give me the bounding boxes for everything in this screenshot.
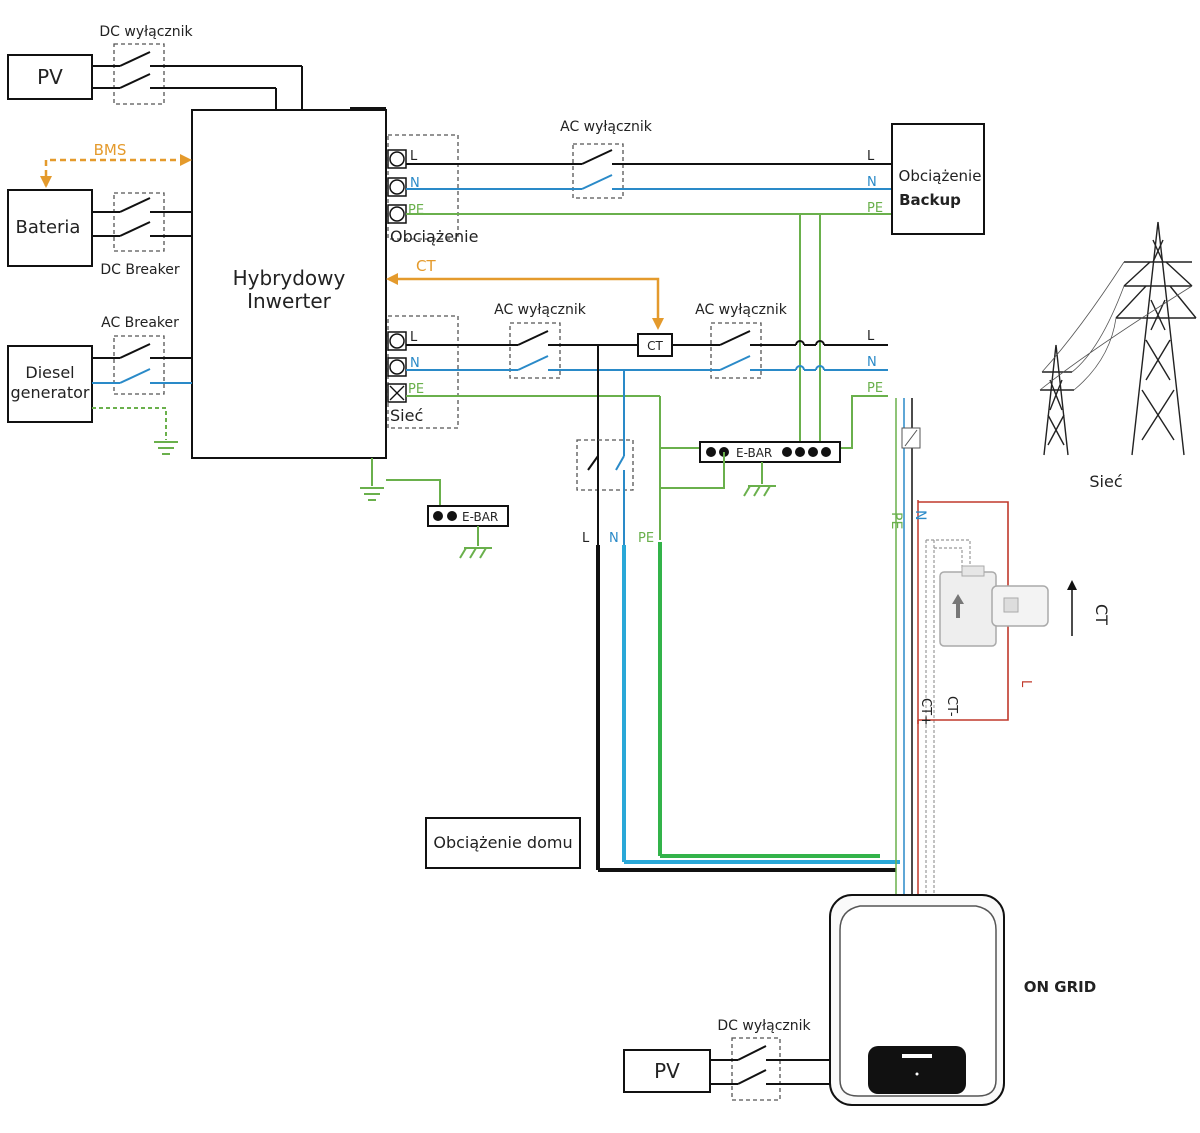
vertical-wire-n: N: [912, 510, 928, 520]
house-load-label: Obciążenie domu: [433, 833, 572, 852]
ct-wire-l: L: [1018, 680, 1033, 688]
pv-bottom-box: [623, 1049, 711, 1093]
dc-switch-top-label: DC wyłącznik: [99, 24, 193, 40]
ac-breaker: [113, 335, 165, 395]
ct-clamp-label: CT: [1092, 604, 1111, 625]
diesel-label-line2: generator: [10, 383, 89, 402]
on-grid-label: ON GRID: [1024, 978, 1096, 996]
grid-port-label: Sieć: [390, 406, 423, 425]
ct-signal-label: CT: [416, 257, 436, 275]
dc-switch-top: [113, 43, 165, 105]
grid-tower-icon: [1039, 221, 1197, 456]
backup-wire-pe: PE: [867, 201, 883, 216]
vertical-wire-pe: PE: [888, 512, 904, 529]
ebar-main-label: E-BAR: [736, 446, 772, 460]
ac-switch-grid1-label: AC wyłącznik: [494, 302, 587, 318]
ac-switch-grid2-label: AC wyłącznik: [695, 302, 788, 318]
grid-wire-l: L: [867, 329, 875, 344]
inverter-label-line1: Hybrydowy: [233, 266, 346, 290]
ct-clamp: [939, 565, 1049, 647]
ebar-left-label: E-BAR: [462, 510, 498, 524]
backup-load-label-line1: Obciążenie: [899, 167, 982, 185]
ac-switch-backup: [572, 143, 624, 199]
load-port-label: Obciążenie: [390, 227, 478, 246]
grid-tower-label: Sieć: [1089, 472, 1122, 491]
dc-switch-bottom-label: DC wyłącznik: [717, 1018, 811, 1034]
house-wire-n: N: [609, 531, 619, 546]
dc-breaker: [113, 192, 165, 252]
load-port-wire-pe: PE: [408, 203, 424, 218]
grid-port-wire-l: L: [410, 330, 418, 345]
ac-breaker-label: AC Breaker: [101, 315, 179, 331]
backup-wire-n: N: [867, 175, 877, 190]
inverter-label-line2: Inwerter: [247, 289, 332, 313]
battery-label: Bateria: [16, 217, 81, 238]
dc-breaker-label: DC Breaker: [100, 262, 179, 278]
grid-wire-pe: PE: [867, 381, 883, 396]
battery-box: [7, 189, 93, 267]
load-port-wire-l: L: [410, 149, 418, 164]
bms-label: BMS: [94, 141, 127, 159]
pv-top-box: [7, 54, 93, 100]
diesel-label-line1: Diesel: [25, 363, 74, 382]
backup-load-box: [891, 123, 985, 235]
ct-minus-label: CT-: [944, 696, 959, 717]
ebar-left: [427, 505, 509, 527]
ac-switch-grid2: [710, 322, 762, 379]
ct-plus-label: CT+: [918, 698, 933, 726]
house-wire-l: L: [582, 531, 590, 546]
dc-switch-bottom: [731, 1037, 781, 1101]
on-grid-inverter: [829, 894, 1005, 1106]
pv-bottom-label: PV: [654, 1059, 680, 1083]
ac-switch-grid1: [509, 322, 561, 379]
diesel-generator-box: [7, 345, 93, 423]
ac-switch-backup-label: AC wyłącznik: [560, 119, 653, 135]
grid-wire-n: N: [867, 355, 877, 370]
ebar-main: [699, 441, 841, 463]
pv-top-label: PV: [37, 65, 63, 89]
house-wire-pe: PE: [638, 531, 654, 546]
backup-wire-l: L: [867, 149, 875, 164]
house-load-box: [425, 817, 581, 869]
backup-load-label-line2: Backup: [899, 191, 961, 209]
house-switch: [576, 439, 634, 491]
hybrid-inverter: [191, 109, 387, 459]
grid-port-wire-n: N: [410, 356, 420, 371]
load-port-wire-n: N: [410, 176, 420, 191]
grid-port-wire-pe: PE: [408, 382, 424, 397]
ct-sensor-label: CT: [647, 339, 663, 353]
